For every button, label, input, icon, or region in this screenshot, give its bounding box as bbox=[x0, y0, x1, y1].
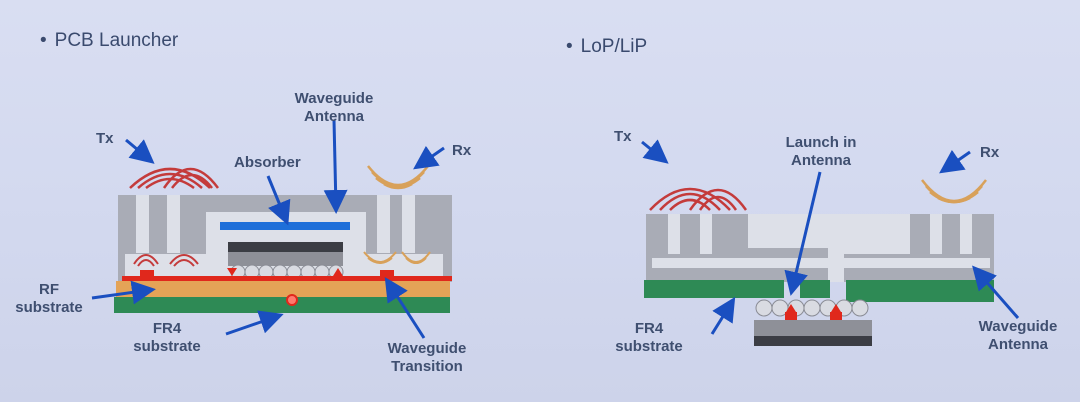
absorber-arrow bbox=[266, 175, 291, 226]
left-slot-4 bbox=[402, 195, 415, 253]
rf-substrate-layer bbox=[116, 281, 450, 297]
right-fr4-arrow bbox=[710, 296, 736, 335]
bullet-pcb-launcher: • PCB Launcher bbox=[40, 30, 178, 52]
pcb-launcher-diagram bbox=[91, 119, 452, 339]
right-slot-3 bbox=[930, 214, 942, 254]
bullet-lop-lip: • LoP/LiP bbox=[566, 36, 647, 58]
right-rx-arrow bbox=[939, 149, 971, 174]
fr4-substrate-label: FR4 substrate bbox=[133, 320, 201, 355]
absorber-label: Absorber bbox=[234, 154, 301, 171]
bullet-lop-lip-text: LoP/LiP bbox=[580, 36, 648, 57]
absorber bbox=[220, 222, 350, 230]
right-rx-label: Rx bbox=[980, 144, 1000, 161]
left-tx-waves bbox=[129, 167, 220, 190]
left-chip bbox=[228, 242, 343, 252]
right-rx-waves bbox=[921, 179, 987, 204]
right-slot-2 bbox=[700, 214, 712, 254]
launch-in-antenna-arrow bbox=[784, 171, 822, 296]
rf-substrate-arrow bbox=[91, 280, 156, 305]
right-slot-1 bbox=[668, 214, 680, 254]
left-pad-2 bbox=[380, 270, 394, 278]
left-slot-3 bbox=[377, 195, 390, 253]
right-waveguide-channel bbox=[736, 214, 910, 282]
launch-in-antenna-label: Launch in Antenna bbox=[785, 134, 857, 169]
fr4-arrow bbox=[225, 310, 284, 336]
waveguide-antenna-label: Waveguide Antenna bbox=[294, 90, 374, 125]
right-lower-gap bbox=[652, 258, 990, 268]
left-red-arrow-2 bbox=[333, 268, 343, 276]
left-internal-rx-waves bbox=[363, 251, 431, 264]
lop-lip-diagram bbox=[641, 139, 1020, 346]
waveguide-transition-label: Waveguide Transition bbox=[387, 340, 467, 375]
left-slot-1 bbox=[136, 195, 149, 253]
left-slot-2 bbox=[167, 195, 180, 253]
right-fr4-left bbox=[644, 280, 784, 298]
left-pad-1 bbox=[140, 270, 154, 278]
right-chip-body bbox=[754, 320, 872, 336]
bullet-dot: • bbox=[40, 30, 47, 51]
right-waveguide-antenna-arrow bbox=[972, 265, 1020, 319]
left-rx-label: Rx bbox=[452, 142, 472, 159]
bullet-dot: • bbox=[566, 36, 573, 57]
right-slot-4 bbox=[960, 214, 972, 254]
left-chip-body bbox=[228, 252, 343, 266]
left-rx-waves bbox=[367, 165, 429, 190]
rf-substrate-label: RF substrate bbox=[15, 281, 83, 316]
left-tx-label: Tx bbox=[96, 130, 114, 147]
left-internal-tx-waves bbox=[133, 254, 199, 267]
right-tx-arrow bbox=[641, 139, 669, 164]
right-tx-waves bbox=[649, 187, 748, 211]
left-solder-balls bbox=[230, 264, 344, 280]
left-via bbox=[286, 294, 298, 306]
waveguide-antenna-arrow bbox=[323, 119, 348, 214]
right-pad-1 bbox=[785, 312, 797, 320]
waveguide-transition-arrow bbox=[384, 276, 426, 339]
right-pad-2 bbox=[830, 312, 842, 320]
left-fr4-layer bbox=[114, 297, 450, 313]
right-fr4-right bbox=[846, 280, 994, 302]
right-waveguide-antenna-label: Waveguide Antenna bbox=[978, 318, 1058, 353]
right-fr4-substrate-label: FR4 substrate bbox=[615, 320, 683, 355]
left-tx-arrow bbox=[125, 138, 155, 164]
right-chip-base bbox=[754, 336, 872, 346]
right-tx-label: Tx bbox=[614, 128, 632, 145]
right-solder-balls bbox=[755, 299, 869, 317]
bullet-pcb-launcher-text: PCB Launcher bbox=[54, 30, 179, 51]
left-rx-arrow bbox=[413, 145, 445, 170]
right-red-arrow-1 bbox=[786, 304, 796, 312]
right-red-arrow-2 bbox=[831, 304, 841, 312]
left-rf-trace bbox=[122, 276, 452, 281]
right-fr4-mid bbox=[800, 280, 830, 298]
left-red-arrow-1 bbox=[227, 268, 237, 276]
